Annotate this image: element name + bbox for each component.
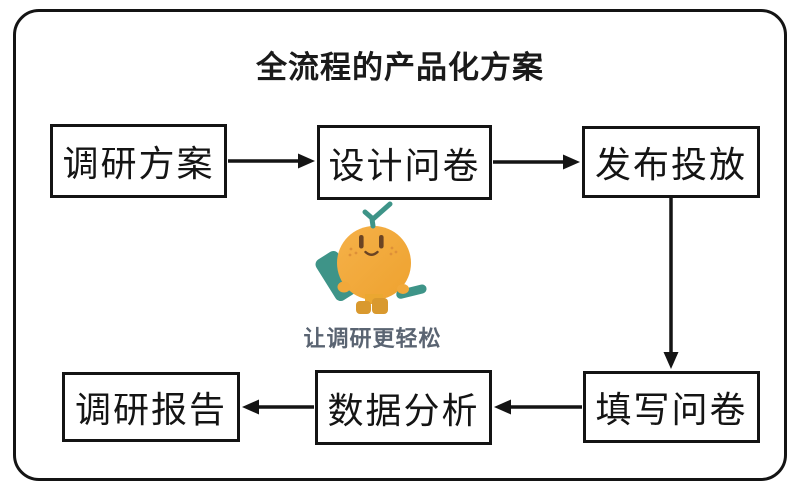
- outer-rounded-frame: [13, 9, 787, 481]
- flow-node-research-plan: 调研方案: [50, 124, 227, 198]
- flow-node-design-survey: 设计问卷: [317, 125, 492, 200]
- diagram-title: 全流程的产品化方案: [256, 50, 544, 85]
- flow-node-report: 调研报告: [62, 372, 240, 442]
- flow-node-data-analysis: 数据分析: [315, 370, 492, 445]
- mascot-tagline: 让调研更轻松: [303, 326, 442, 351]
- flow-node-fill-survey: 填写问卷: [583, 371, 760, 443]
- flow-node-publish: 发布投放: [582, 126, 760, 198]
